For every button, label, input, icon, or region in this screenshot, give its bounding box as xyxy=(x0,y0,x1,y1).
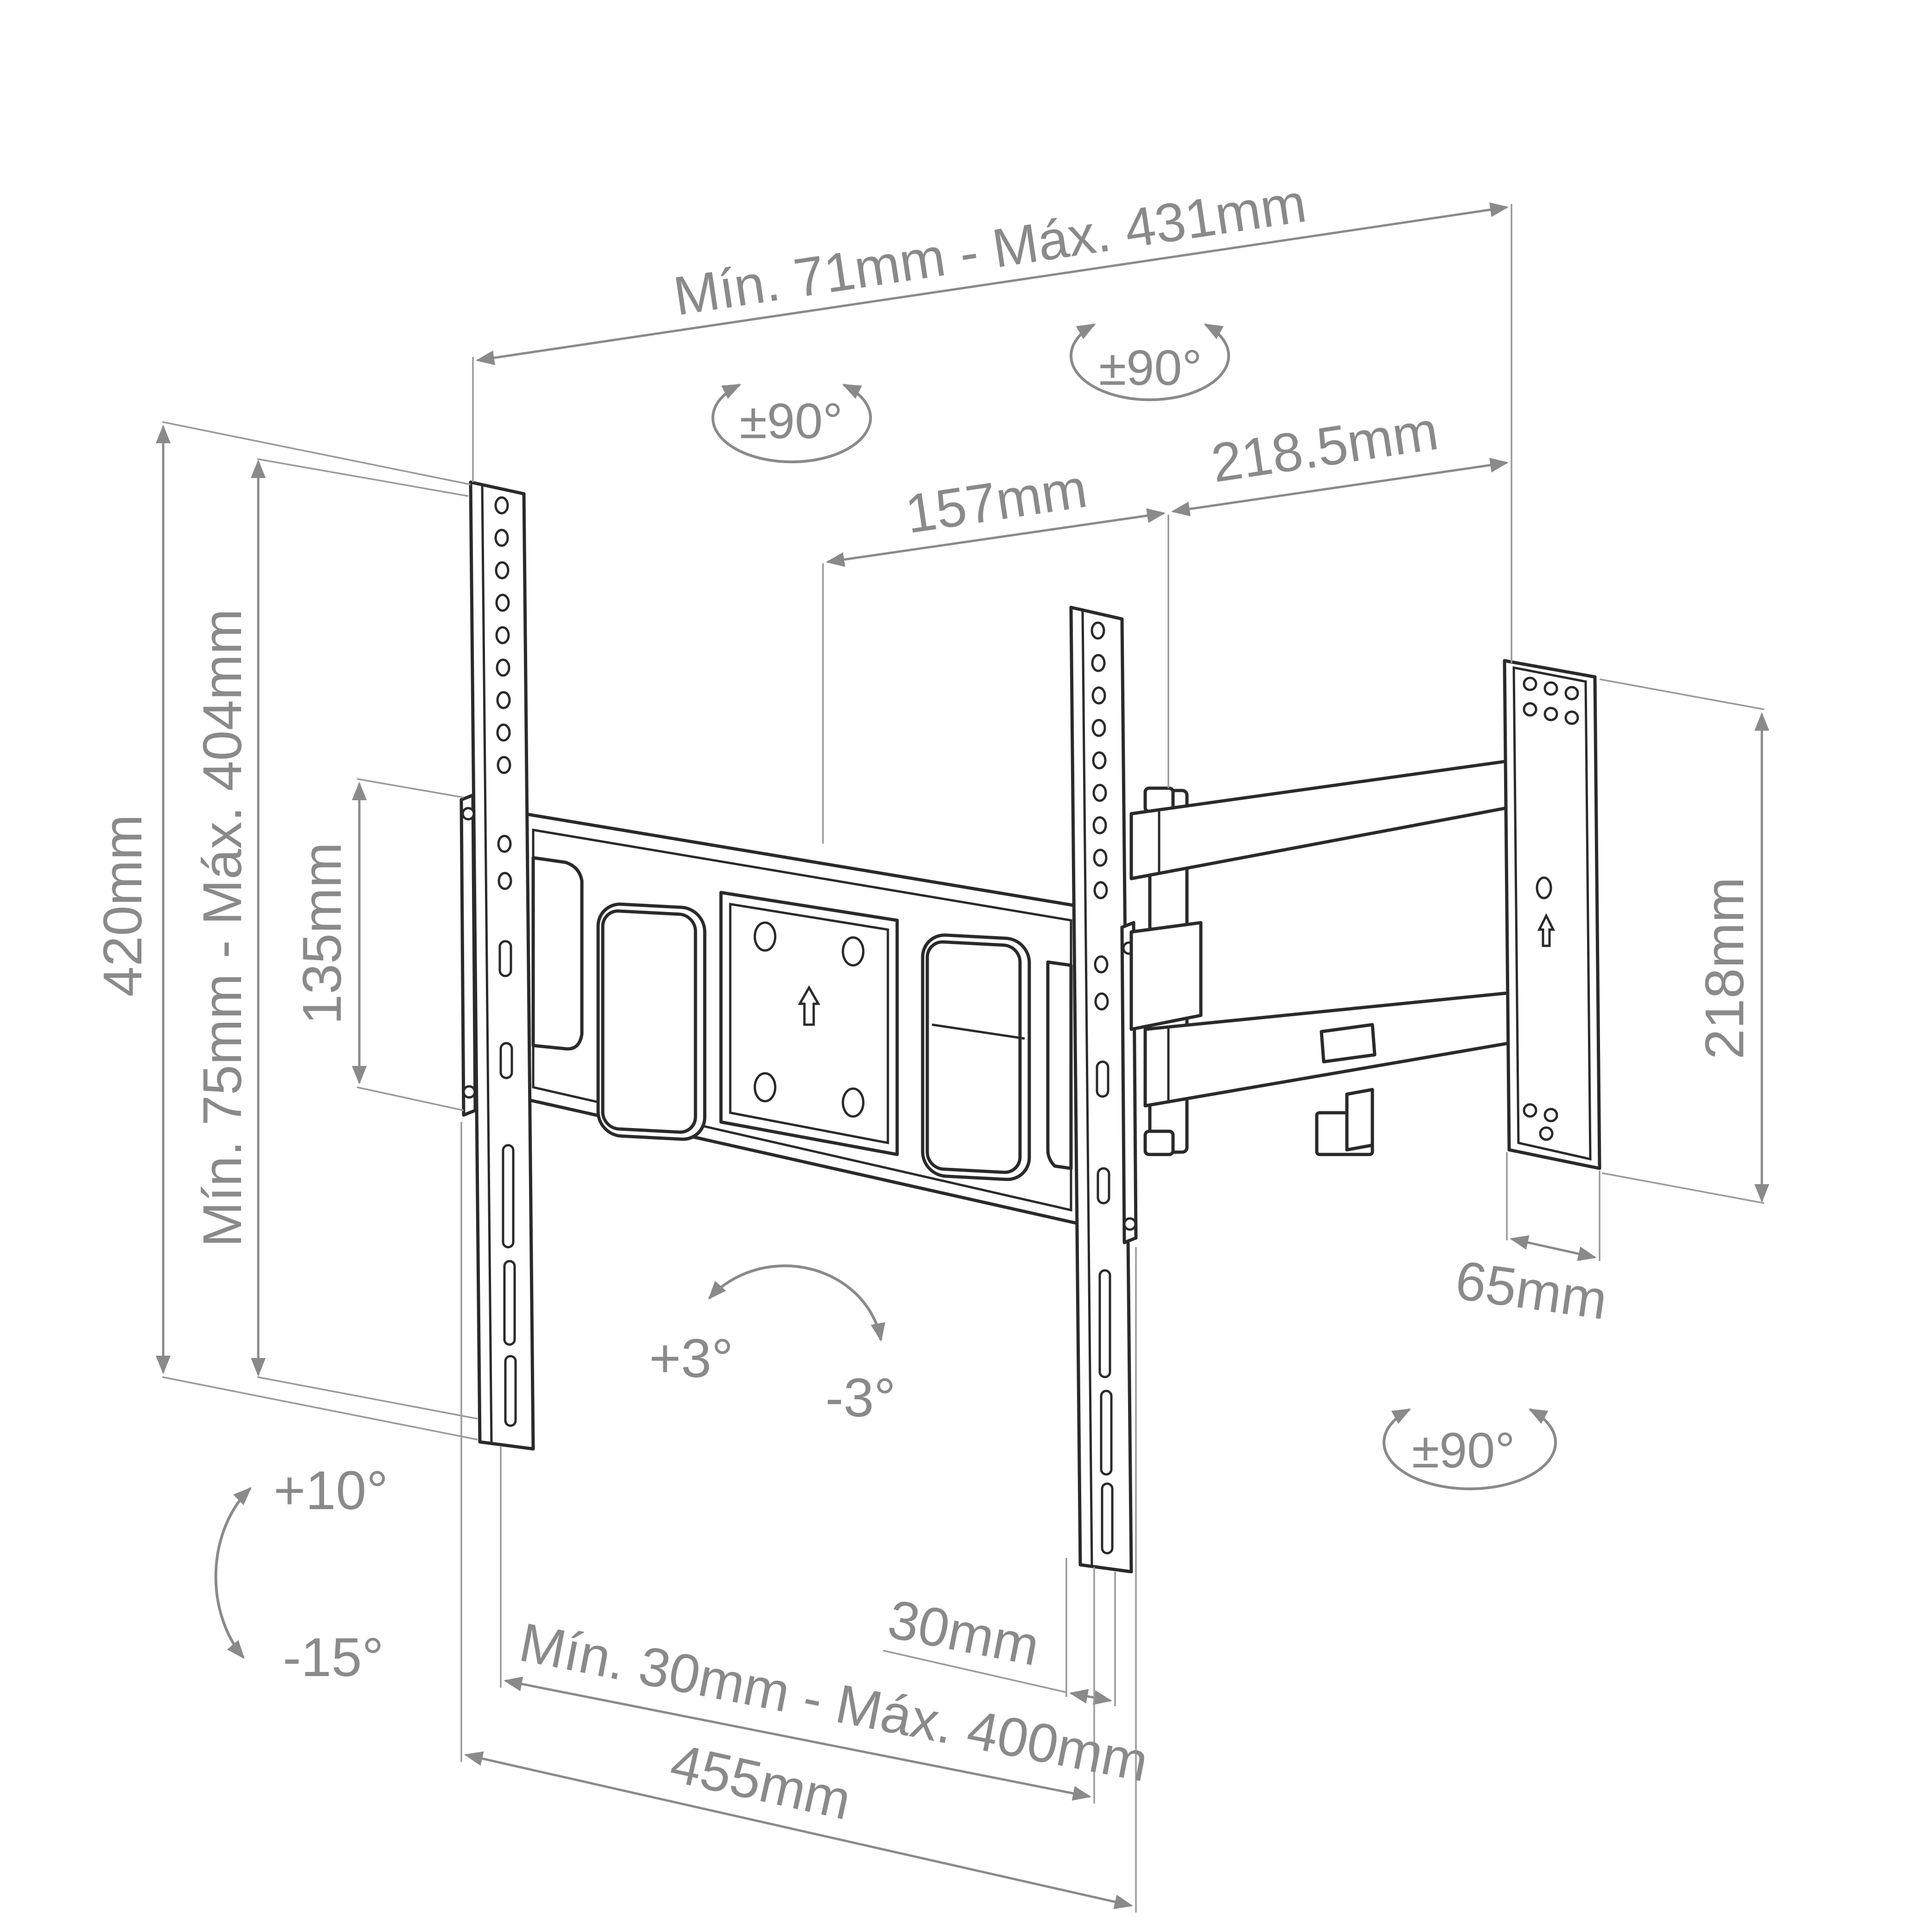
center-vesa-plate xyxy=(719,891,899,1156)
label-rotation-minus: -3° xyxy=(825,1367,896,1428)
back-plate xyxy=(522,812,1082,1226)
label-wall-plate-depth: 65mm xyxy=(1452,1250,1611,1331)
left-rail-holes xyxy=(461,496,517,1427)
label-rotation-plus: +3° xyxy=(649,1328,733,1389)
label-total-height: 420mm xyxy=(92,815,153,997)
right-rail-holes xyxy=(1090,621,1137,1555)
label-plate-height: 135mm xyxy=(292,842,353,1025)
label-total-width: 455mm xyxy=(665,1733,856,1832)
right-vertical-rail xyxy=(1069,606,1138,1574)
label-rotate-left-arm: ±90° xyxy=(740,393,843,449)
rotate-arrow-wall-plate-icon xyxy=(1383,1408,1557,1491)
label-vesa-vertical: Mín. 75mm - Máx. 404mm xyxy=(192,609,253,1247)
rotate-arrow-left-arm-icon xyxy=(711,383,872,464)
wall-plate-up-arrow-icon xyxy=(1537,913,1556,947)
label-arm-segment-1: 157mm xyxy=(901,458,1091,545)
tilt-arrow-icon xyxy=(214,1487,252,1659)
rotation-arrows xyxy=(214,323,1557,1659)
label-tilt-down: -15° xyxy=(283,1627,384,1688)
rotate-arrow-right-arm-icon xyxy=(1070,323,1230,402)
label-rotate-wall-plate: ±90° xyxy=(1412,1422,1515,1478)
left-vertical-rail xyxy=(459,480,535,1451)
label-bracket-depth: 30mm xyxy=(883,1588,1044,1677)
label-rotate-right-arm: ±90° xyxy=(1099,339,1202,395)
articulating-arms xyxy=(1129,714,1571,1156)
up-arrow-icon xyxy=(797,985,821,1026)
mount-drawing xyxy=(459,480,1601,1574)
label-arm-segment-2: 218.5mm xyxy=(1207,400,1442,494)
dimension-lines xyxy=(156,202,1769,1913)
wall-plate xyxy=(1503,659,1601,1170)
label-wall-plate-height: 218mm xyxy=(1694,877,1755,1059)
rotate-arrow-plate-icon xyxy=(708,1264,886,1342)
label-tilt-up: +10° xyxy=(274,1460,388,1521)
